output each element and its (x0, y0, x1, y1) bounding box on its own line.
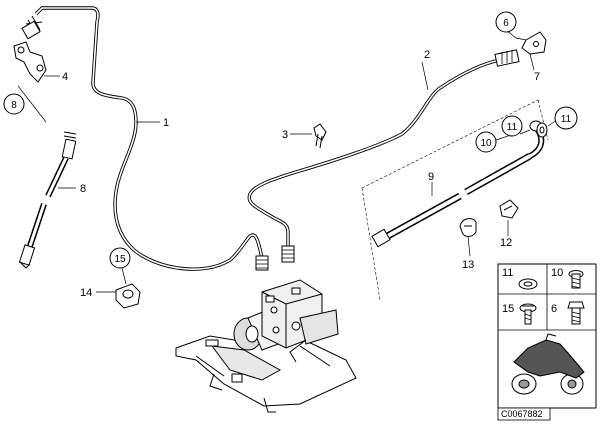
circled-callout-tl: 8 (3, 93, 25, 115)
inset-label-1: 11 (502, 267, 513, 279)
callout-3: 3 (282, 129, 288, 141)
document-id: C0067882 (501, 409, 543, 419)
clamp-14 (115, 283, 141, 309)
clip-12 (499, 199, 519, 219)
bolt-icon (568, 270, 584, 289)
brake-pipe-1 (21, 6, 269, 271)
callout-7: 7 (534, 71, 540, 83)
hose-9-dashed-frame (361, 99, 549, 301)
hex-bolt-icon (567, 301, 585, 325)
washers-right (536, 122, 548, 138)
inset-label-2: 10 (551, 267, 563, 279)
callout-8: 8 (80, 183, 86, 195)
callout-12: 12 (500, 237, 512, 249)
document-id-box: C0067882 (497, 407, 551, 421)
clip-13 (459, 218, 477, 237)
inset-label-4: 6 (551, 303, 557, 315)
circled-callout-tr-label: 6 (503, 18, 509, 29)
abs-hydraulic-unit (175, 279, 357, 413)
circled-callout-mid-center: 11 (501, 115, 523, 137)
bracket-4 (13, 41, 47, 83)
inset-label-3: 15 (502, 303, 514, 315)
callout-1: 1 (163, 117, 169, 129)
washer-icon (518, 278, 538, 290)
leader-lines (13, 29, 561, 293)
circled-callout-bottom: 15 (109, 247, 131, 269)
callout-2: 2 (424, 49, 430, 61)
brake-pipe-2 (247, 49, 520, 263)
circled-callout-tl-label: 8 (11, 100, 17, 111)
callout-9: 9 (428, 171, 434, 183)
bracket-7 (521, 31, 547, 55)
callout-14: 14 (80, 287, 92, 299)
brake-hose-8 (18, 131, 77, 269)
circled-callout-bottom-label: 15 (114, 254, 126, 265)
parts-inset-box: 11 10 15 6 (497, 263, 597, 409)
brake-hose-9 (371, 120, 545, 248)
circled-callout-mid-right: 11 (554, 106, 578, 130)
circled-callout-mid-center-label: 11 (507, 122, 518, 133)
circled-callout-tr: 6 (495, 11, 517, 33)
circled-callout-mid-right-label: 11 (561, 114, 572, 125)
screw-icon (519, 303, 537, 325)
motorcycle-icon (511, 333, 585, 395)
callout-4: 4 (62, 71, 68, 83)
callout-13: 13 (462, 259, 474, 271)
clip-3 (313, 123, 327, 149)
circled-callout-mid-left-label: 10 (480, 138, 492, 149)
circled-callout-mid-left: 10 (475, 131, 497, 153)
